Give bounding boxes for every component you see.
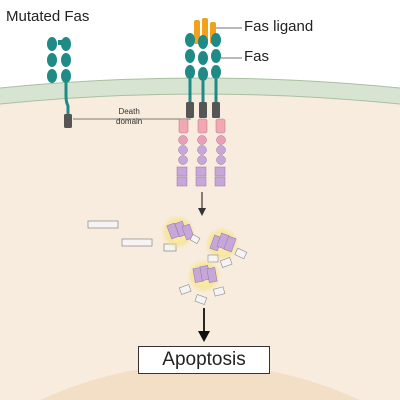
fas-receptor-trimer xyxy=(185,33,221,118)
fas-ligand-label: Fas ligand xyxy=(244,18,314,35)
death-domain-label-line2: domain xyxy=(116,117,143,126)
arrow-to-apoptosis xyxy=(198,308,210,342)
apoptosis-box: Apoptosis xyxy=(138,346,270,374)
active-caspase-cluster xyxy=(178,259,226,305)
adaptor-caspase-column xyxy=(176,118,226,187)
death-domain xyxy=(212,102,220,118)
active-caspase-cluster xyxy=(205,227,248,268)
membrane-inner-line xyxy=(0,93,400,105)
apoptosis-label: Apoptosis xyxy=(162,349,246,370)
arrow-to-cleavage xyxy=(198,192,206,216)
cytoplasm xyxy=(0,88,400,400)
death-domain-label-line1: Death xyxy=(118,107,140,116)
fas-label: Fas xyxy=(244,48,270,65)
death-domain xyxy=(199,102,207,118)
cell-membrane xyxy=(0,78,400,104)
death-domain-label: Death domain xyxy=(116,107,142,127)
active-caspase-cluster xyxy=(161,215,201,249)
nucleus xyxy=(40,364,360,400)
mutated-fas-label: Mutated Fas xyxy=(6,8,90,25)
mutated-fas-receptor xyxy=(47,37,72,128)
mutated-death-domain xyxy=(64,114,72,128)
death-domain xyxy=(186,102,194,118)
